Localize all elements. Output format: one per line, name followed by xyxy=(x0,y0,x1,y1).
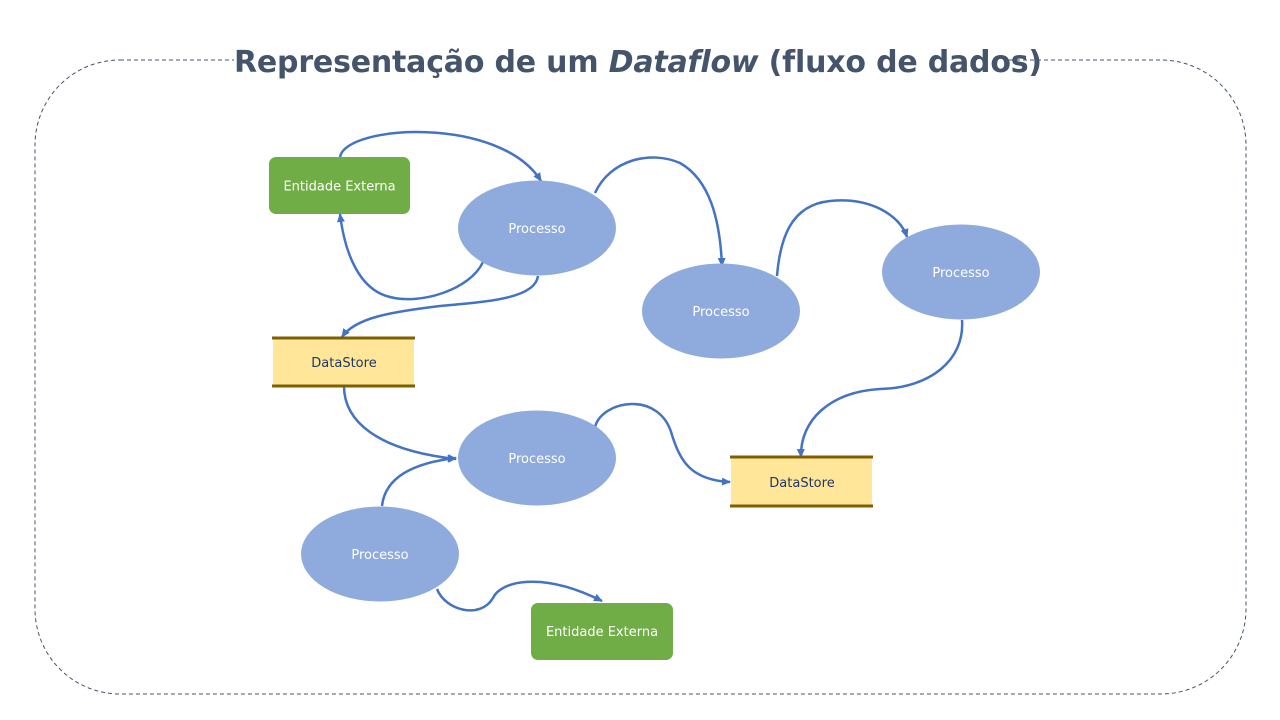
process-node-3: Processo xyxy=(882,224,1040,320)
datastore-node-1: DataStore xyxy=(272,336,415,388)
entity-node-1-label: Entidade Externa xyxy=(283,180,395,195)
flow-datastore1-to-process4 xyxy=(342,385,457,463)
process-node-1-label: Processo xyxy=(508,222,565,237)
title-emphasis: Dataflow xyxy=(608,45,759,80)
entity-node-2-label: Entidade Externa xyxy=(546,625,658,640)
flow-entity1-to-process1 xyxy=(338,130,543,182)
process-node-2: Processo xyxy=(642,263,800,359)
process-node-2-label: Processo xyxy=(692,305,749,320)
flow-process1-to-entity1 xyxy=(337,213,485,301)
flow-process4-to-datastore2 xyxy=(593,402,731,486)
entity-node-2: Entidade Externa xyxy=(531,603,673,660)
flow-process5-to-process4 xyxy=(380,454,457,507)
process-node-4: Processo xyxy=(458,410,616,506)
flow-process5-to-entity2 xyxy=(435,580,603,612)
process-node-1: Processo xyxy=(458,180,616,276)
datastore-node-2: DataStore xyxy=(730,455,873,508)
flow-process2-to-process3 xyxy=(775,199,909,277)
title-suffix: (fluxo de dados) xyxy=(758,45,1042,80)
process-node-5: Processo xyxy=(301,506,459,602)
datastore-node-1-label: DataStore xyxy=(311,356,376,371)
entity-node-1: Entidade Externa xyxy=(269,157,410,214)
process-node-4-label: Processo xyxy=(508,452,565,467)
diagram-title: Representação de um Dataflow (fluxo de d… xyxy=(234,38,1042,88)
process-node-3-label: Processo xyxy=(932,266,989,281)
flow-process1-to-datastore1 xyxy=(340,275,540,338)
process-node-5-label: Processo xyxy=(351,548,408,563)
flow-process1-to-process2 xyxy=(593,156,726,267)
flow-process3-to-datastore2 xyxy=(796,319,964,458)
title-prefix: Representação de um xyxy=(234,45,609,80)
diagram-frame xyxy=(34,59,1247,695)
datastore-node-2-label: DataStore xyxy=(769,476,834,491)
